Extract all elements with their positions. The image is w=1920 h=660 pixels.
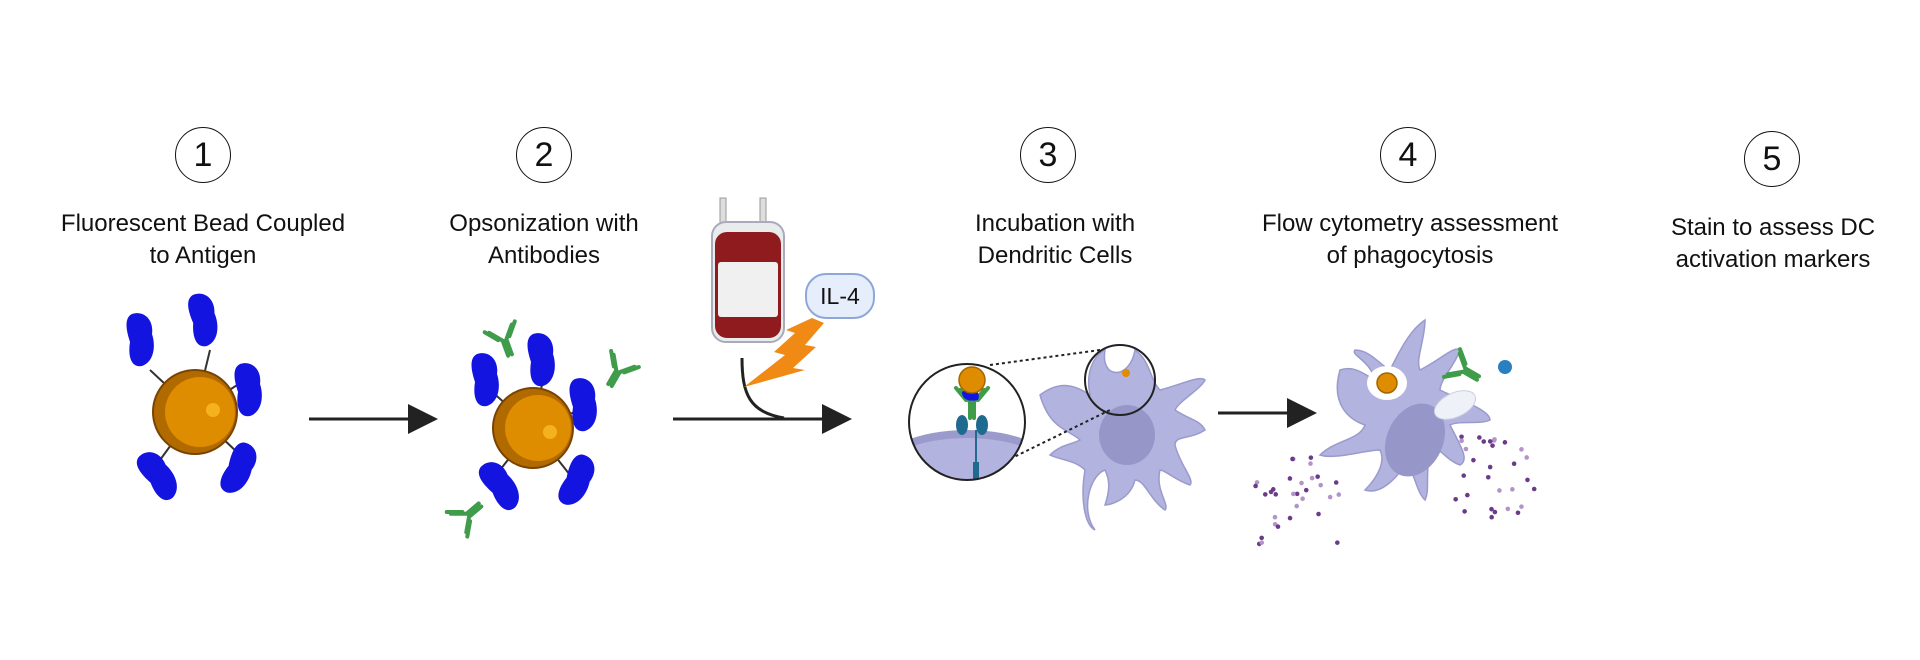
cytokine-dot bbox=[1487, 439, 1493, 444]
cytokine-dot bbox=[1502, 440, 1508, 445]
il4-label: IL-4 bbox=[820, 282, 860, 309]
cytokine-dot bbox=[1308, 461, 1313, 466]
cytokine-dot bbox=[1254, 480, 1260, 485]
cytokine-dot bbox=[1300, 496, 1305, 502]
step-5-number: 5 bbox=[1744, 131, 1800, 187]
cytokine-dot bbox=[1511, 461, 1517, 467]
cytokine-dot bbox=[1294, 491, 1300, 497]
step-3-line-1: Incubation with bbox=[974, 210, 1136, 237]
cytokine-dot bbox=[1335, 540, 1340, 545]
step-3-line-2: Dendritic Cells bbox=[977, 242, 1133, 269]
cytokine-dot bbox=[1477, 435, 1482, 440]
cytokine-dot bbox=[1259, 540, 1265, 545]
cytokine-dot bbox=[1497, 488, 1502, 493]
step-1-label: Fluorescent Bead Coupled to Antigen bbox=[61, 208, 345, 272]
step-4-line-2: of phagocytosis bbox=[1326, 242, 1494, 269]
blood-bag-icon bbox=[711, 197, 785, 343]
cytokine-dot bbox=[1471, 457, 1476, 463]
cytokine-dot bbox=[1273, 492, 1279, 497]
cytokine-dot bbox=[1315, 474, 1320, 479]
step-2-line-2: Antibodies bbox=[487, 242, 601, 269]
cytokine-dot bbox=[1492, 509, 1498, 515]
cytokine-dot bbox=[1275, 524, 1281, 529]
cytokine-dot bbox=[1489, 506, 1494, 512]
merge-curve bbox=[740, 357, 785, 420]
opsonized-bead bbox=[444, 319, 641, 539]
cytokine-dot bbox=[1318, 482, 1323, 488]
step-2-number: 2 bbox=[516, 127, 572, 183]
cytokine-dot bbox=[1505, 506, 1511, 512]
cytokine-dot bbox=[1490, 443, 1495, 448]
dendritic-cell-incubation bbox=[908, 344, 1206, 531]
cytokine-dot bbox=[1491, 438, 1497, 443]
step-4-number: 4 bbox=[1380, 127, 1436, 183]
step-4-label: Flow cytometry assessment of phagocytosis bbox=[1262, 208, 1558, 272]
step-5-line-2: activation markers bbox=[1675, 246, 1871, 273]
cytokine-dot bbox=[1316, 511, 1321, 517]
cytokine-dot bbox=[1459, 434, 1464, 440]
step-4-line-1: Flow cytometry assessment bbox=[1261, 210, 1559, 237]
cytokine-dot bbox=[1465, 492, 1470, 498]
cytokine-dot bbox=[1453, 496, 1458, 502]
cytokine-dot bbox=[1333, 480, 1339, 485]
cytokine-dot bbox=[1290, 456, 1295, 462]
step-5-line-1: Stain to assess DC bbox=[1670, 214, 1876, 241]
cytokine-dot bbox=[1291, 491, 1296, 497]
cytokine-dot bbox=[1459, 438, 1464, 444]
cytokine-dot bbox=[1519, 447, 1524, 452]
cytokine-dot bbox=[1287, 476, 1293, 481]
cytokine-dot bbox=[1485, 474, 1491, 480]
cytokine-dot bbox=[1253, 483, 1258, 489]
cytokine-dot bbox=[1463, 446, 1469, 452]
cytokine-dot bbox=[1309, 475, 1315, 481]
cytokine-dot bbox=[1262, 492, 1268, 497]
cytokine-dot bbox=[1308, 455, 1314, 460]
cytokine-dot bbox=[1510, 487, 1515, 492]
cytokine-dot bbox=[1515, 510, 1521, 516]
step-2-line-1: Opsonization with bbox=[449, 210, 639, 237]
cytokine-dot bbox=[1489, 514, 1494, 520]
step-3-number: 3 bbox=[1020, 127, 1076, 183]
cytokine-dot bbox=[1461, 473, 1467, 478]
cytokine-dot bbox=[1303, 487, 1309, 493]
step-1-line-2: to Antigen bbox=[149, 242, 257, 269]
cytokine-dot bbox=[1481, 439, 1487, 444]
step-5-label: Stain to assess DC activation markers bbox=[1671, 212, 1875, 276]
cytokine-dot bbox=[1294, 503, 1299, 509]
cytokine-dot bbox=[1487, 464, 1493, 470]
lightning-bolt-icon bbox=[744, 318, 824, 387]
il4-cytokine-badge: IL-4 bbox=[805, 273, 875, 319]
cytokine-dots bbox=[1253, 434, 1537, 547]
cytokine-dot bbox=[1531, 486, 1537, 492]
cytokine-dot bbox=[1270, 487, 1276, 492]
cytokine-dot bbox=[1259, 535, 1264, 541]
cytokine-dot bbox=[1519, 504, 1524, 509]
cytokine-dot bbox=[1287, 515, 1293, 521]
cytokine-dot bbox=[1462, 509, 1467, 514]
cytokine-dot bbox=[1525, 477, 1530, 483]
step-1-number: 1 bbox=[175, 127, 231, 183]
cytokine-dot bbox=[1524, 455, 1530, 460]
phagocytic-dendritic-cell bbox=[1318, 318, 1512, 502]
cytokine-dot bbox=[1272, 514, 1278, 520]
cytokine-dot bbox=[1327, 494, 1333, 500]
bead-with-antigens bbox=[126, 292, 264, 506]
step-1-line-1: Fluorescent Bead Coupled bbox=[60, 210, 346, 237]
cytokine-dot bbox=[1299, 480, 1304, 486]
cytokine-dot bbox=[1336, 492, 1342, 497]
